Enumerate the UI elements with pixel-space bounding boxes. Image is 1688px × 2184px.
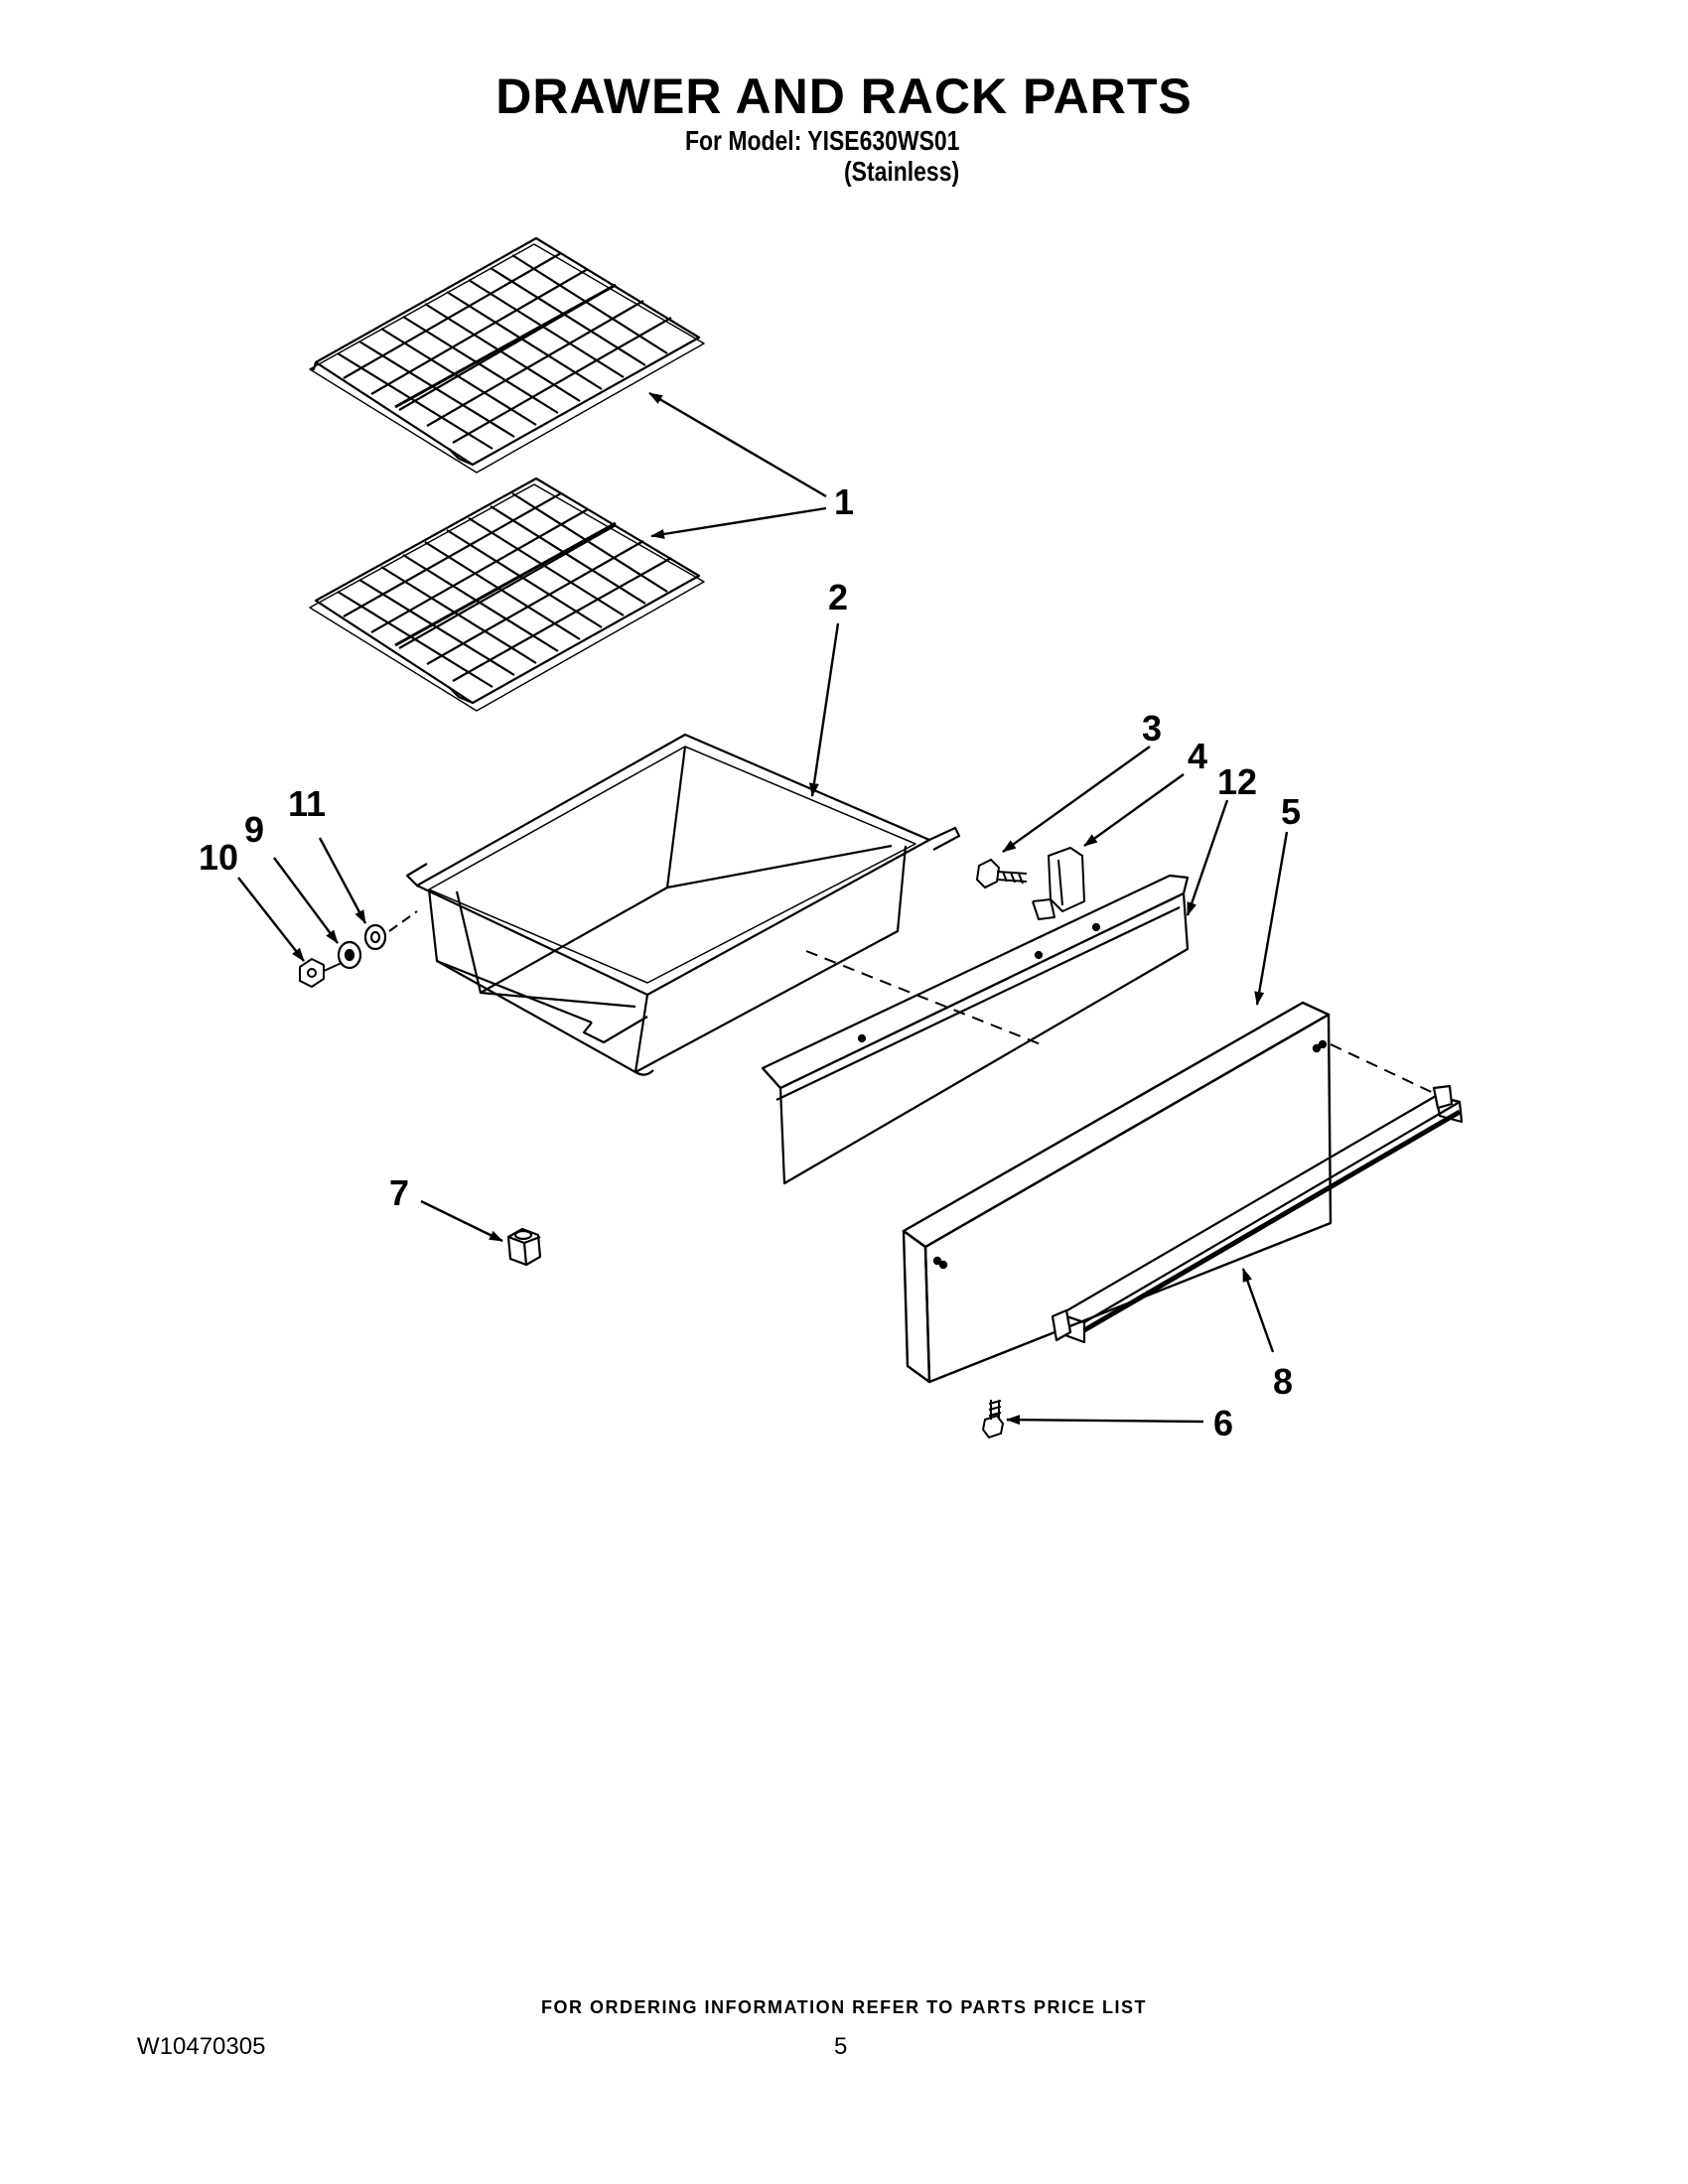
model-line: For Model: YISE630WS01 bbox=[685, 125, 960, 156]
drawer-front-bracket bbox=[761, 874, 1190, 1185]
ordering-note: FOR ORDERING INFORMATION REFER TO PARTS … bbox=[540, 1997, 1147, 2017]
document-number: W10470305 bbox=[137, 2033, 266, 2060]
assembly-guide-line bbox=[805, 950, 1042, 1045]
drawer-front-panel bbox=[902, 1001, 1333, 1384]
callout-1: 1 bbox=[834, 481, 854, 522]
drawer-roller-screw bbox=[299, 957, 343, 989]
drawer-handle bbox=[1051, 1084, 1464, 1344]
page-number: 5 bbox=[834, 2033, 848, 2060]
callout-12: 12 bbox=[1217, 761, 1257, 802]
callout-2: 2 bbox=[828, 577, 848, 617]
callout-11: 11 bbox=[288, 783, 326, 824]
panel-screw bbox=[981, 1400, 1005, 1439]
storage-drawer-pan bbox=[405, 733, 961, 1076]
callout-10: 10 bbox=[199, 837, 238, 878]
roller-guide-line bbox=[388, 910, 418, 932]
callout-7: 7 bbox=[389, 1172, 409, 1213]
callout-leaders bbox=[237, 391, 1289, 1426]
bracket-screw bbox=[975, 858, 1028, 889]
page-title: DRAWER AND RACK PARTS bbox=[495, 68, 1193, 124]
callout-3: 3 bbox=[1142, 708, 1162, 749]
drawer-roller-wheel bbox=[363, 923, 387, 951]
model-variant: (Stainless) bbox=[844, 156, 960, 187]
callout-4: 4 bbox=[1188, 736, 1207, 776]
drawer-roller-washer bbox=[337, 940, 362, 970]
bracket-clip bbox=[1032, 847, 1085, 920]
leveling-leg bbox=[506, 1227, 542, 1267]
oven-rack-upper bbox=[309, 236, 705, 474]
callout-9: 9 bbox=[244, 809, 264, 850]
callout-5: 5 bbox=[1281, 791, 1301, 832]
oven-rack-lower bbox=[309, 477, 705, 712]
callout-8: 8 bbox=[1273, 1361, 1293, 1402]
callout-6: 6 bbox=[1213, 1403, 1233, 1443]
handle-guide-line bbox=[1330, 1043, 1441, 1097]
